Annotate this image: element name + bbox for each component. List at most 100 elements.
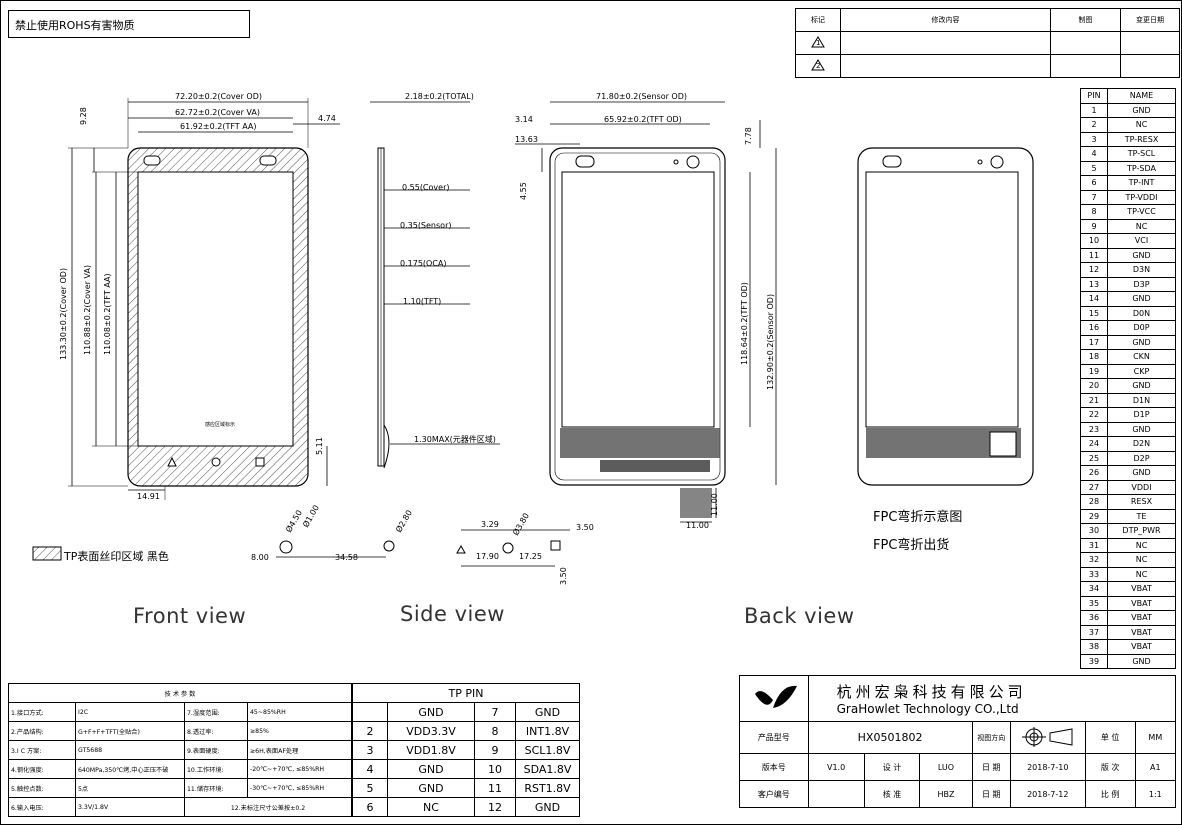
spec-cell: 1.接口方式:	[8, 702, 76, 722]
tp-pin-cell: 11	[474, 778, 516, 798]
spec-cell: 7.湿度范围:	[184, 702, 248, 722]
drawing-canvas	[32, 98, 1034, 567]
pin-header: NAME	[1107, 88, 1176, 104]
dim-front-cover-va-h: 110.88±0.2(Cover VA)	[83, 264, 92, 355]
spec-cell: 3.I C 方案:	[8, 740, 76, 760]
front-legend: TP表面丝印区域 黑色	[64, 550, 169, 563]
company-name-cn: 杭州宏枭科技有限公司	[836, 683, 1027, 701]
tp-pin-title: TP PIN	[352, 683, 580, 703]
revision-triangle-icon: 2	[811, 59, 825, 71]
customer-label: 客户编号	[739, 780, 809, 808]
spec-cell: 12.未标注尺寸公差按±0.2	[184, 797, 352, 817]
spec-cell: 10.工作环境:	[184, 759, 248, 779]
dim-back-top-h: 4.55	[519, 182, 528, 200]
front-sensor-label: 感应区域标示	[205, 422, 236, 428]
date-label-2: 日 期	[971, 780, 1011, 808]
dim-back-sensor-od-w: 71.80±0.2(Sensor OD)	[596, 92, 687, 101]
pin-name: VBAT	[1107, 624, 1176, 640]
dim-side-oca: 0.175(OCA)	[400, 259, 447, 268]
pin-name: TP-RESX	[1107, 131, 1176, 147]
dim-side-cover: 0.55(Cover)	[402, 183, 450, 192]
tp-pin-cell: 4	[352, 759, 388, 779]
tp-pin-cell: GND	[515, 702, 580, 722]
pin-number: 2	[1080, 117, 1108, 133]
unit-label: 单 位	[1084, 721, 1136, 754]
date-2: 2018-7-12	[1010, 780, 1086, 808]
dim-back-fpc-h: 11.00	[710, 493, 719, 516]
tp-pin-cell: NC	[387, 797, 475, 817]
tp-pin-cell: 1	[352, 702, 388, 722]
dim-front-cover-od-h: 133.30±0.2(Cover OD)	[59, 267, 68, 360]
company-name-en: GraHowlet Technology CO.,Ltd	[836, 702, 1019, 716]
tp-pin-cell: INT1.8V	[515, 721, 580, 741]
tp-pin-cell: GND	[387, 759, 475, 779]
title-block: 杭州宏枭科技有限公司 GraHowlet Technology CO.,Ltd …	[739, 675, 1177, 808]
dim-back-left1: 3.14	[515, 115, 533, 124]
tp-pin-cell: 12	[474, 797, 516, 817]
view-direction-label: 视图方向	[971, 721, 1011, 754]
tp-pin-cell: SCL1.8V	[515, 740, 580, 760]
back-view-drawing	[515, 101, 777, 523]
dim-back-fpc-w: 11.00	[686, 521, 709, 530]
spec-cell: -20℃~+70℃, ≤85%RH	[247, 759, 352, 779]
pin-name: NC	[1107, 117, 1176, 133]
pin-number: 8	[1080, 204, 1108, 220]
version-value: V1.0	[807, 753, 865, 781]
spec-cell: 3.3V/1.8V	[75, 797, 185, 817]
pin-name: NC	[1107, 218, 1176, 234]
dim-back-left2: 13.63	[515, 135, 538, 144]
projection-icon	[1010, 721, 1086, 754]
unit-value: MM	[1134, 721, 1177, 754]
spec-cell: G+F+F+TFT(全贴合)	[75, 721, 185, 741]
tp-pin-cell: SDA1.8V	[515, 759, 580, 779]
revision-mark: 2	[816, 62, 821, 70]
tp-pin-cell: GND	[387, 778, 475, 798]
dim-back-tft-od-w: 65.92±0.2(TFT OD)	[604, 115, 682, 124]
dim-back-right-top: 7.78	[744, 127, 753, 145]
dim-1790: 17.90	[476, 552, 499, 561]
dim-3458: 34.58	[335, 553, 358, 562]
dim-1725: 17.25	[519, 552, 542, 561]
pin-number: 5	[1080, 160, 1108, 176]
dim-back-tft-od-h: 118.64±0.2(TFT OD)	[740, 282, 749, 365]
dim-front-cover-va-w: 62.72±0.2(Cover VA)	[175, 108, 260, 117]
company-logo-icon	[754, 685, 797, 708]
dim-side-sensor: 0.35(Sensor)	[400, 221, 452, 230]
tp-pin-cell: 9	[474, 740, 516, 760]
spec-cell: 5.触控点数:	[8, 778, 76, 798]
tp-pin-cell: 7	[474, 702, 516, 722]
spec-cell: 11.储存环境:	[184, 778, 248, 798]
revision-mark: 1	[816, 39, 821, 47]
version-label: 版本号	[739, 753, 809, 781]
designer: LUO	[919, 753, 973, 781]
spec-cell: -30℃~+70℃, ≤85%RH	[247, 778, 352, 798]
product-label: 产品型号	[739, 721, 809, 754]
customer-value	[807, 780, 865, 808]
date-label: 日 期	[971, 753, 1011, 781]
spec-cell: ≥6H,表面AF处理	[247, 740, 352, 760]
pin-name: GND	[1107, 653, 1176, 669]
